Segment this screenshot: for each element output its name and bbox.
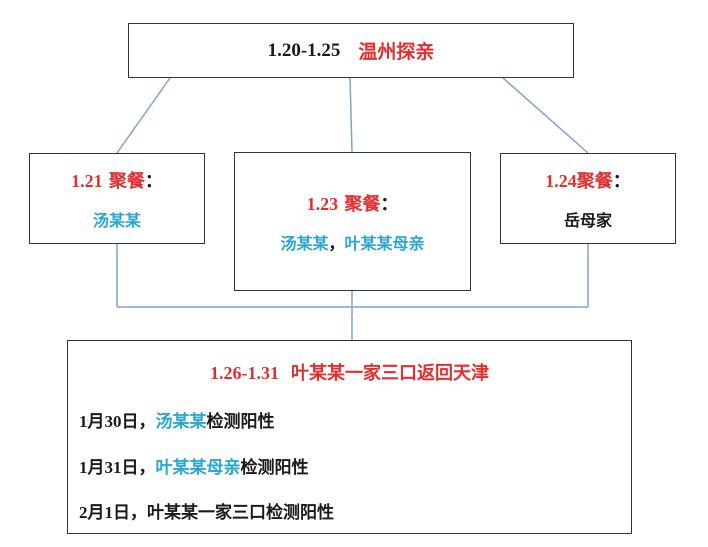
person-name: 汤某某 — [92, 210, 141, 230]
connector-top-right — [502, 77, 589, 154]
name-separator: ， — [328, 233, 345, 253]
gathering-heading: 1.23 聚餐： — [307, 190, 399, 216]
gathering-box-3: 1.24聚餐： 岳母家 — [500, 153, 676, 244]
gathering-label: 聚餐 — [576, 170, 613, 192]
event-subject: 汤某某 — [155, 412, 207, 432]
person-name: 汤某某 — [280, 233, 329, 253]
event-separator: ， — [138, 412, 156, 432]
gathering-colon: ： — [380, 193, 399, 215]
event-date: 1月31日 — [79, 458, 139, 477]
event-subject: 叶某某母亲 — [155, 458, 241, 478]
gathering-heading: 1.21 聚餐： — [71, 167, 163, 193]
connector-top-left — [116, 77, 171, 154]
gathering-people: 汤某某 — [93, 207, 141, 231]
event-separator: ， — [130, 503, 147, 523]
event-result: 检测阳性 — [206, 412, 275, 432]
event-date: 2月1日 — [79, 503, 130, 522]
test-event: 2月1日，叶某某一家三口检测阳性 — [79, 498, 334, 523]
test-event: 1月30日，汤某某检测阳性 — [79, 407, 275, 432]
event-separator: ， — [138, 458, 156, 478]
return-title-text: 叶某某一家三口返回天津 — [291, 363, 489, 384]
gathering-box-2: 1.23 聚餐： 汤某某，叶某某母亲 — [234, 152, 471, 291]
gathering-people: 汤某某，叶某某母亲 — [280, 230, 424, 254]
gathering-box-1: 1.21 聚餐： 汤某某 — [29, 153, 205, 244]
gathering-colon: ： — [612, 170, 631, 192]
gathering-label: 聚餐 — [338, 193, 381, 215]
return-title: 1.26-1.31 叶某某一家三口返回天津 — [68, 359, 631, 385]
gathering-colon: ： — [144, 170, 163, 192]
visit-summary-box: 1.20-1.25 温州探亲 — [128, 23, 574, 78]
gathering-people: 岳母家 — [564, 207, 612, 231]
person-name: 叶某某母亲 — [344, 233, 425, 253]
event-result: 检测阳性 — [266, 503, 334, 523]
event-date: 1月30日 — [79, 412, 139, 431]
gathering-date: 1.24 — [545, 170, 577, 191]
event-subject: 叶某某一家三口 — [147, 503, 266, 523]
connector-top-mid — [349, 77, 353, 153]
gathering-heading: 1.24聚餐： — [545, 167, 631, 193]
test-event: 1月31日，叶某某母亲检测阳性 — [79, 453, 309, 478]
visit-title: 温州探亲 — [358, 41, 435, 63]
gathering-date: 1.21 — [71, 170, 103, 191]
event-result: 检测阳性 — [240, 458, 309, 478]
person-name: 岳母家 — [563, 210, 612, 230]
gathering-date: 1.23 — [306, 193, 339, 214]
return-dates: 1.26-1.31 — [210, 363, 279, 383]
gathering-label: 聚餐 — [102, 170, 145, 192]
visit-dates: 1.20-1.25 — [267, 39, 341, 61]
